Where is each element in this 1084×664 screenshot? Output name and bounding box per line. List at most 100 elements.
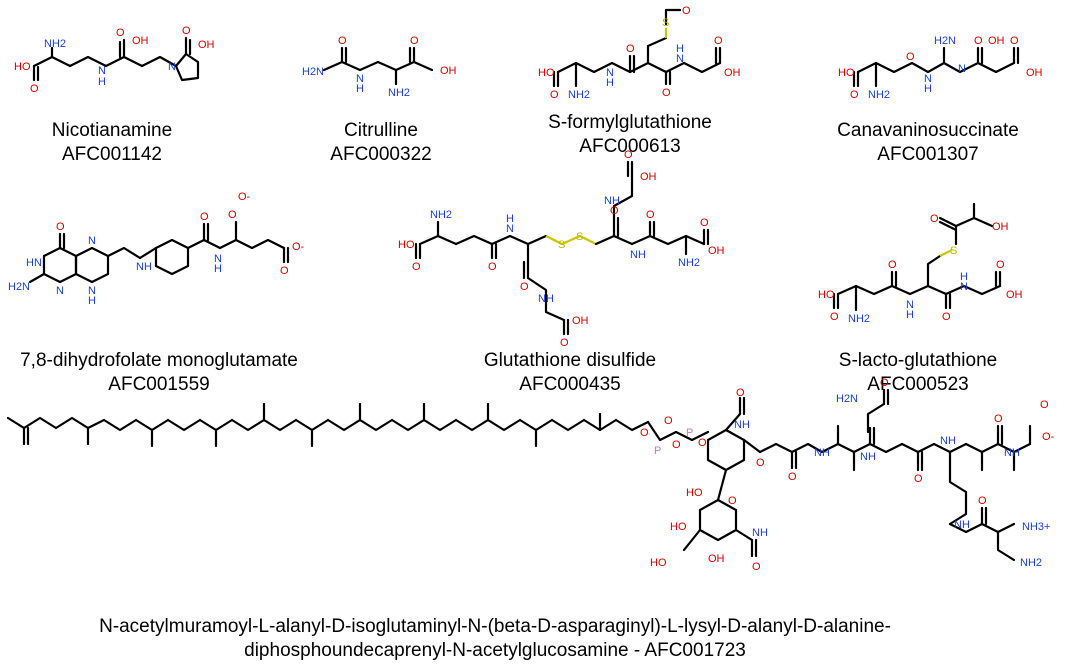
atom-label: N: [958, 63, 966, 75]
atom-label: O: [888, 259, 897, 271]
atom-label: S: [662, 17, 669, 29]
atom-label: O: [338, 35, 347, 47]
atom-label: O: [550, 89, 559, 101]
atom-label: NH: [954, 519, 970, 531]
atom-label: O: [994, 413, 1003, 425]
molecule-id: AFC001559: [108, 374, 209, 395]
atom-label: H2N: [8, 281, 30, 293]
big-molecule-name-line2: diphosphoundecaprenyl-N-acetylglucosamin…: [244, 640, 746, 661]
atom-label: HO: [670, 521, 687, 533]
atom-label: NH2: [430, 209, 452, 221]
atom-label: NH: [860, 451, 876, 463]
atom-label: H: [924, 83, 932, 95]
molecule-name: Glutathione disulfide: [484, 350, 656, 371]
molecule-id: AFC000523: [867, 374, 968, 395]
atom-label: OH: [440, 65, 457, 77]
atom-label: N: [960, 281, 968, 293]
atom-label: O: [56, 221, 65, 233]
atom-label: O: [756, 457, 765, 469]
molecule-name: Citrulline: [344, 120, 418, 141]
structure-undecaprenyl-chain: [6, 402, 650, 448]
atom-label: NH: [538, 293, 554, 305]
atom-label: O: [752, 561, 761, 573]
atom-label: O: [182, 25, 191, 37]
molecule-name: Nicotianamine: [52, 120, 172, 141]
atom-label: HO: [398, 239, 415, 251]
atom-label: O: [662, 87, 671, 99]
atom-label: OH: [640, 171, 657, 183]
atom-label: H2N: [934, 35, 956, 47]
atom-label: OH: [1026, 67, 1043, 79]
atom-label: N: [88, 235, 96, 247]
atom-label: H: [506, 213, 514, 225]
atom-label: O: [30, 83, 39, 95]
atom-label: O: [788, 471, 797, 483]
atom-label: N: [356, 73, 364, 85]
atom-label: H: [606, 77, 614, 89]
atom-label: S: [950, 245, 957, 257]
atom-label: OH: [572, 315, 589, 327]
atom-label: O: [624, 149, 633, 161]
atom-label: O: [626, 43, 635, 55]
atom-label: NH: [940, 435, 956, 447]
atom-label: O: [906, 51, 915, 63]
atom-label: NH2: [44, 38, 66, 50]
atom-label: O: [610, 205, 619, 217]
atom-label: NH: [814, 447, 830, 459]
atom-label: N: [56, 285, 64, 297]
structure-citrulline: H2N O N H O OH NH2: [302, 35, 457, 99]
atom-label: NH: [1004, 447, 1020, 459]
atom-label: O: [672, 439, 681, 451]
atom-label: O: [728, 495, 737, 507]
atom-label: O: [700, 217, 709, 229]
atom-label: N: [88, 285, 96, 297]
molecule-id: AFC000435: [519, 374, 620, 395]
atom-label: NH2: [848, 313, 870, 325]
atom-label: O: [200, 211, 209, 223]
atom-label: O: [850, 89, 859, 101]
atom-label: H: [356, 83, 364, 95]
atom-label: N: [34, 257, 42, 269]
atom-label: S: [576, 231, 583, 243]
atom-label: O: [682, 5, 691, 17]
atom-label: OH: [708, 553, 725, 565]
atom-label: O: [714, 35, 723, 47]
structure-canavaninosuccinate: HO O NH2 O N H H2N N O OH O OH: [838, 35, 1043, 101]
atom-label: NH: [604, 195, 620, 207]
molecule-name: Canavaninosuccinate: [837, 120, 1019, 141]
atom-label: NH2: [388, 87, 410, 99]
atom-label: NH: [734, 419, 750, 431]
atom-label: O: [930, 213, 939, 225]
atom-label: N: [924, 73, 932, 85]
molecule-name: S-formylglutathione: [548, 112, 712, 133]
atom-label: N: [676, 53, 684, 65]
atom-label: NH2: [568, 89, 590, 101]
molecule-name: S-lacto-glutathione: [839, 350, 997, 371]
atom-label: HO: [538, 67, 555, 79]
atom-label: OH: [708, 245, 725, 257]
atom-label: O: [1010, 35, 1019, 47]
atom-label: OH: [724, 67, 741, 79]
molecule-id: AFC000322: [330, 144, 431, 165]
atom-label: O: [974, 35, 983, 47]
atom-label: O: [664, 415, 673, 427]
atom-label: NH2: [1020, 557, 1042, 569]
atom-label: O: [996, 259, 1005, 271]
atom-label: H: [676, 43, 684, 55]
atom-label: O: [736, 387, 745, 399]
molecule-id: AFC001307: [877, 144, 978, 165]
atom-label: O: [640, 427, 649, 439]
atom-label: O: [280, 265, 289, 277]
atom-label: O-: [238, 191, 251, 203]
atom-label: HO: [838, 67, 855, 79]
atom-label: O: [488, 261, 497, 273]
structure-dihydrofolate: O H N H2N N N N H NH O N H O O- O O-: [8, 191, 305, 307]
atom-label: O: [1040, 399, 1049, 411]
atom-label: O: [412, 261, 421, 273]
atom-label: H2N: [836, 393, 858, 405]
atom-label: O: [978, 495, 987, 507]
big-molecule-name-line1: N-acetylmuramoyl-L-alanyl-D-isoglutaminy…: [99, 616, 891, 637]
atom-label: O: [880, 377, 889, 389]
atom-label: N: [606, 67, 614, 79]
